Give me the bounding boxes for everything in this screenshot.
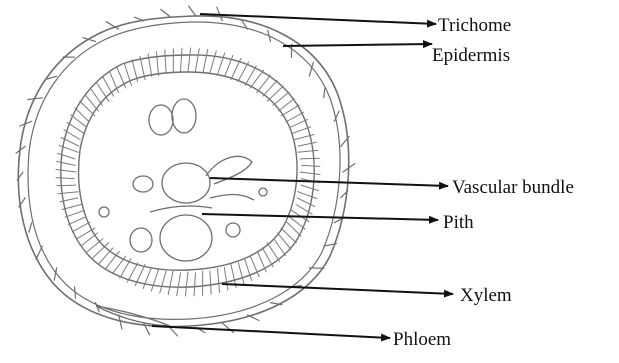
trichome-hair — [222, 323, 233, 332]
epidermis-outline-second — [28, 22, 340, 319]
trichome-hair — [170, 328, 178, 336]
hatch-stroke — [177, 273, 181, 296]
trichome-hair — [75, 287, 76, 298]
hatch-stroke — [290, 119, 307, 127]
hatch-stroke — [56, 170, 76, 173]
epidermis-pointer — [283, 44, 432, 46]
hatch-stroke — [72, 222, 90, 232]
hatch-stroke — [194, 273, 196, 296]
trichome-hair — [324, 88, 325, 98]
pith-cell-dot — [259, 188, 267, 196]
label-xylem: Xylem — [460, 285, 512, 306]
phloem-pointer — [152, 326, 390, 338]
xylem-pointer — [222, 284, 453, 294]
pith-cell-large — [160, 215, 212, 261]
vascular-bundle-center — [162, 163, 210, 203]
hatch-stroke — [185, 272, 188, 296]
hatch-stroke — [298, 192, 317, 199]
hatch-stroke — [298, 150, 318, 152]
label-vascular-bundle: Vascular bundle — [452, 177, 574, 198]
hatch-stroke — [188, 48, 191, 72]
hatch-stroke — [156, 52, 158, 76]
hatch-stroke — [181, 48, 183, 71]
hatch-stroke — [127, 263, 138, 283]
hatch-stroke — [97, 83, 109, 102]
hatch-stroke — [218, 269, 220, 293]
cell-top-right — [172, 99, 196, 133]
hatch-stroke — [238, 263, 244, 285]
trichome-hair — [47, 76, 57, 79]
hatch-stroke — [57, 185, 76, 186]
hatch-stroke — [58, 153, 76, 159]
hatch-stroke — [151, 269, 159, 292]
hatch-stroke — [160, 271, 166, 293]
trichome-hair — [29, 223, 32, 233]
label-pith: Pith — [443, 212, 474, 233]
hatch-stroke — [56, 178, 74, 179]
label-epidermis: Epidermis — [432, 45, 510, 66]
trichome-hair — [161, 9, 170, 16]
hatch-stroke — [65, 210, 84, 217]
hatch-stroke — [132, 60, 138, 82]
trichome-hair — [28, 98, 43, 100]
hatch-stroke — [263, 248, 274, 267]
hatch-stroke — [165, 50, 166, 73]
hatch-stroke — [69, 217, 86, 225]
hatch-stroke — [224, 268, 228, 291]
hatch-stroke — [58, 192, 78, 194]
hatch-stroke — [286, 112, 304, 122]
vascular-bundle-pointer — [210, 178, 448, 186]
hatch-stroke — [168, 271, 173, 295]
pith-cell-tiny — [99, 207, 109, 217]
hatch-stroke — [267, 243, 279, 262]
pith-pointer — [202, 214, 438, 220]
label-trichome: Trichome — [438, 15, 511, 36]
trichome-hair — [36, 246, 42, 259]
hatch-stroke — [300, 158, 319, 159]
trichome-hair — [189, 6, 197, 16]
hatch-stroke — [210, 271, 211, 294]
hatch-stroke — [257, 251, 266, 272]
cell-top-left — [149, 105, 173, 135]
hatch-stroke — [203, 49, 208, 73]
hatch-stroke — [302, 165, 320, 166]
hatch-stroke — [103, 77, 114, 96]
hatch-stroke — [210, 51, 216, 73]
pith-cell-left — [130, 228, 152, 252]
vascular-bundle-small-left — [133, 176, 153, 192]
hatch-stroke — [298, 142, 316, 146]
pith-cell-right — [226, 223, 240, 237]
trichome-hair — [309, 268, 324, 269]
hatch-stroke — [195, 49, 199, 72]
pith-boundary — [79, 72, 297, 270]
hatch-stroke — [238, 62, 249, 82]
hatch-stroke — [231, 58, 241, 79]
hatch-stroke — [57, 161, 76, 165]
hatch-stroke — [301, 185, 319, 191]
hatch-stroke — [300, 172, 320, 175]
label-phloem: Phloem — [393, 329, 451, 350]
